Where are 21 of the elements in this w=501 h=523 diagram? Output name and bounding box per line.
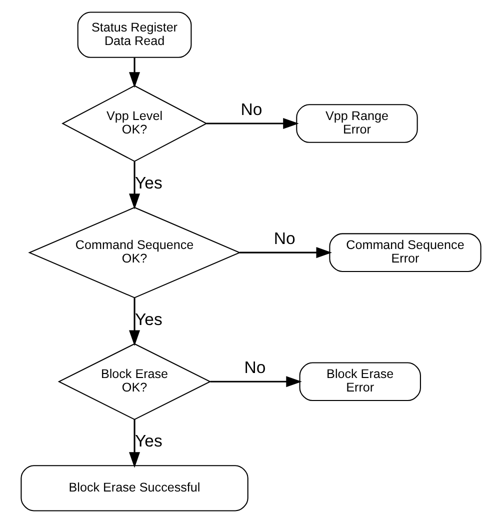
arrow	[128, 58, 140, 88]
node-box: Command Sequence Error	[328, 233, 481, 272]
node-box: Status Register Data Read	[76, 12, 192, 58]
edge-label: No	[240, 100, 262, 119]
arrow	[239, 247, 332, 258]
node-box: Block Erase Error	[298, 362, 420, 402]
node-diamond: Vpp Level OK?	[61, 85, 208, 162]
arrow	[128, 298, 140, 346]
node-box: Vpp Range Error	[296, 104, 418, 143]
node-box: Block Erase Successful	[20, 465, 248, 512]
node-diamond: Block Erase OK?	[57, 343, 211, 420]
arrow	[128, 162, 140, 210]
edge-label: No	[273, 228, 295, 248]
arrow	[206, 118, 298, 130]
edge-label: Yes	[134, 173, 162, 192]
edge-label: Yes	[134, 431, 162, 450]
edge-label: No	[244, 358, 266, 378]
node-diamond: Command Sequence OK?	[28, 206, 240, 298]
arrow	[128, 420, 140, 468]
edge-label: Yes	[134, 310, 162, 329]
arrow	[210, 376, 302, 388]
